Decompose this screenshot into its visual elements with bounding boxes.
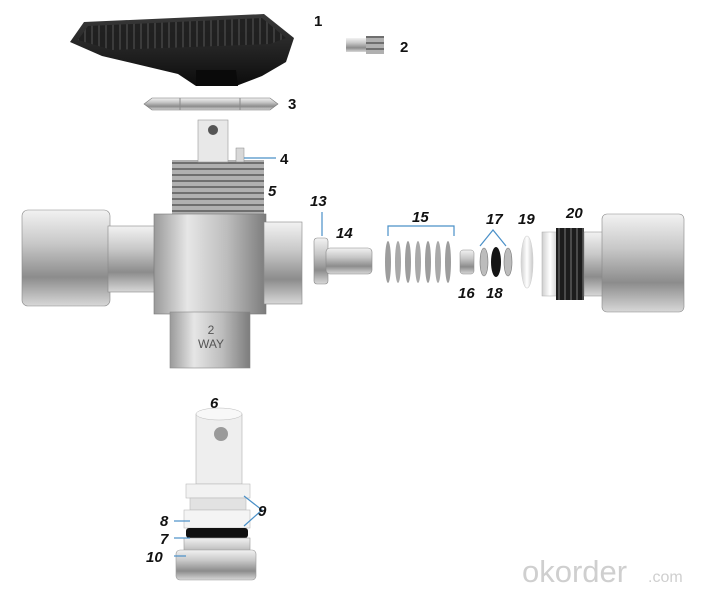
- leader-lines: [174, 157, 507, 557]
- backup-ring-17: [479, 247, 489, 277]
- washer-16: [459, 249, 475, 275]
- part-label-4: 4: [280, 151, 289, 168]
- hex-nut: [143, 97, 279, 111]
- part-label-17: 17: [486, 211, 503, 228]
- part-label-6: 6: [210, 395, 219, 412]
- part-label-3: 3: [288, 96, 296, 113]
- part-label-10: 10: [146, 549, 163, 566]
- part-label-8: 8: [160, 513, 169, 530]
- part-label-13: 13: [310, 193, 327, 210]
- body-marking-text: WAY: [198, 337, 224, 351]
- part-label-1: 1: [314, 13, 322, 30]
- part-label-5: 5: [268, 183, 277, 200]
- watermark-suffix: .com: [648, 569, 683, 586]
- part-label-16: 16: [458, 285, 475, 302]
- body-marking-number: 2: [208, 323, 215, 337]
- part-label-19: 19: [518, 211, 535, 228]
- backup-ring-17b: [503, 247, 513, 277]
- part-label-20: 20: [565, 205, 583, 222]
- seal-19: [520, 235, 534, 289]
- disc-springs: [385, 241, 451, 283]
- o-ring-18: [491, 247, 501, 277]
- set-screw: [346, 36, 384, 54]
- valve-body: [21, 119, 303, 369]
- handle-knob: [70, 14, 294, 86]
- part-label-7: 7: [160, 531, 169, 548]
- part-label-18: 18: [486, 285, 503, 302]
- part-label-2: 2: [400, 39, 408, 56]
- bonnet-20: [541, 213, 685, 313]
- seat-stem: [313, 237, 373, 285]
- part-label-9: 9: [258, 503, 267, 520]
- part-label-15: 15: [412, 209, 429, 226]
- watermark: okorder: [522, 554, 627, 589]
- lower-stem-assembly: [175, 407, 257, 581]
- part-label-14: 14: [336, 225, 353, 242]
